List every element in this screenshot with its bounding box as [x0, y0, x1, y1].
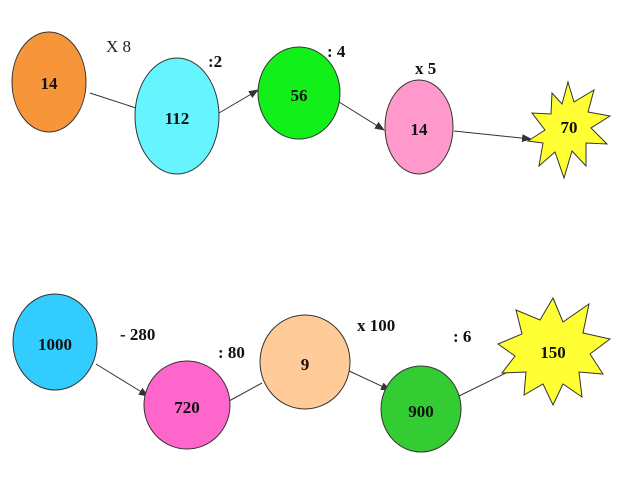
edge-2-2	[228, 382, 263, 402]
node-2-3-label: 9	[301, 355, 310, 374]
op-2-2: : 80	[218, 343, 245, 362]
edge-1-3	[338, 101, 385, 131]
edge-1-1	[89, 92, 137, 109]
node-1-5-starburst: 70	[526, 80, 612, 180]
op-2-1: - 280	[120, 325, 155, 344]
node-1-1-label: 14	[41, 74, 59, 93]
node-2-5-starburst: 150	[496, 296, 612, 407]
node-1-4: 14	[384, 79, 454, 175]
node-2-3: 9	[259, 314, 351, 410]
node-2-1-label: 1000	[38, 335, 72, 354]
node-2-2-label: 720	[174, 398, 200, 417]
edge-1-2	[218, 89, 259, 114]
node-2-5-label: 150	[540, 343, 566, 362]
node-1-2-label: 112	[165, 109, 190, 128]
node-2-4: 900	[380, 365, 462, 453]
op-2-3: x 100	[357, 316, 395, 335]
node-1-3-label: 56	[291, 86, 308, 105]
edge-2-4	[458, 369, 513, 397]
op-1-3: : 4	[327, 42, 346, 61]
node-2-2: 720	[143, 360, 231, 450]
edge-2-1	[95, 363, 149, 397]
edge-2-3	[346, 369, 391, 391]
op-1-2: :2	[208, 52, 222, 71]
op-1-4: x 5	[415, 59, 436, 78]
node-1-4-label: 14	[411, 120, 429, 139]
node-1-1: 14	[11, 31, 87, 133]
node-2-1: 1000	[12, 293, 98, 391]
node-1-5-label: 70	[561, 118, 578, 137]
op-2-4: : 6	[453, 327, 471, 346]
node-1-3: 56	[257, 46, 341, 140]
node-1-2: 112	[134, 57, 220, 175]
op-1-1: X 8	[106, 37, 131, 56]
edge-1-4	[453, 130, 532, 143]
node-2-4-label: 900	[408, 402, 434, 421]
